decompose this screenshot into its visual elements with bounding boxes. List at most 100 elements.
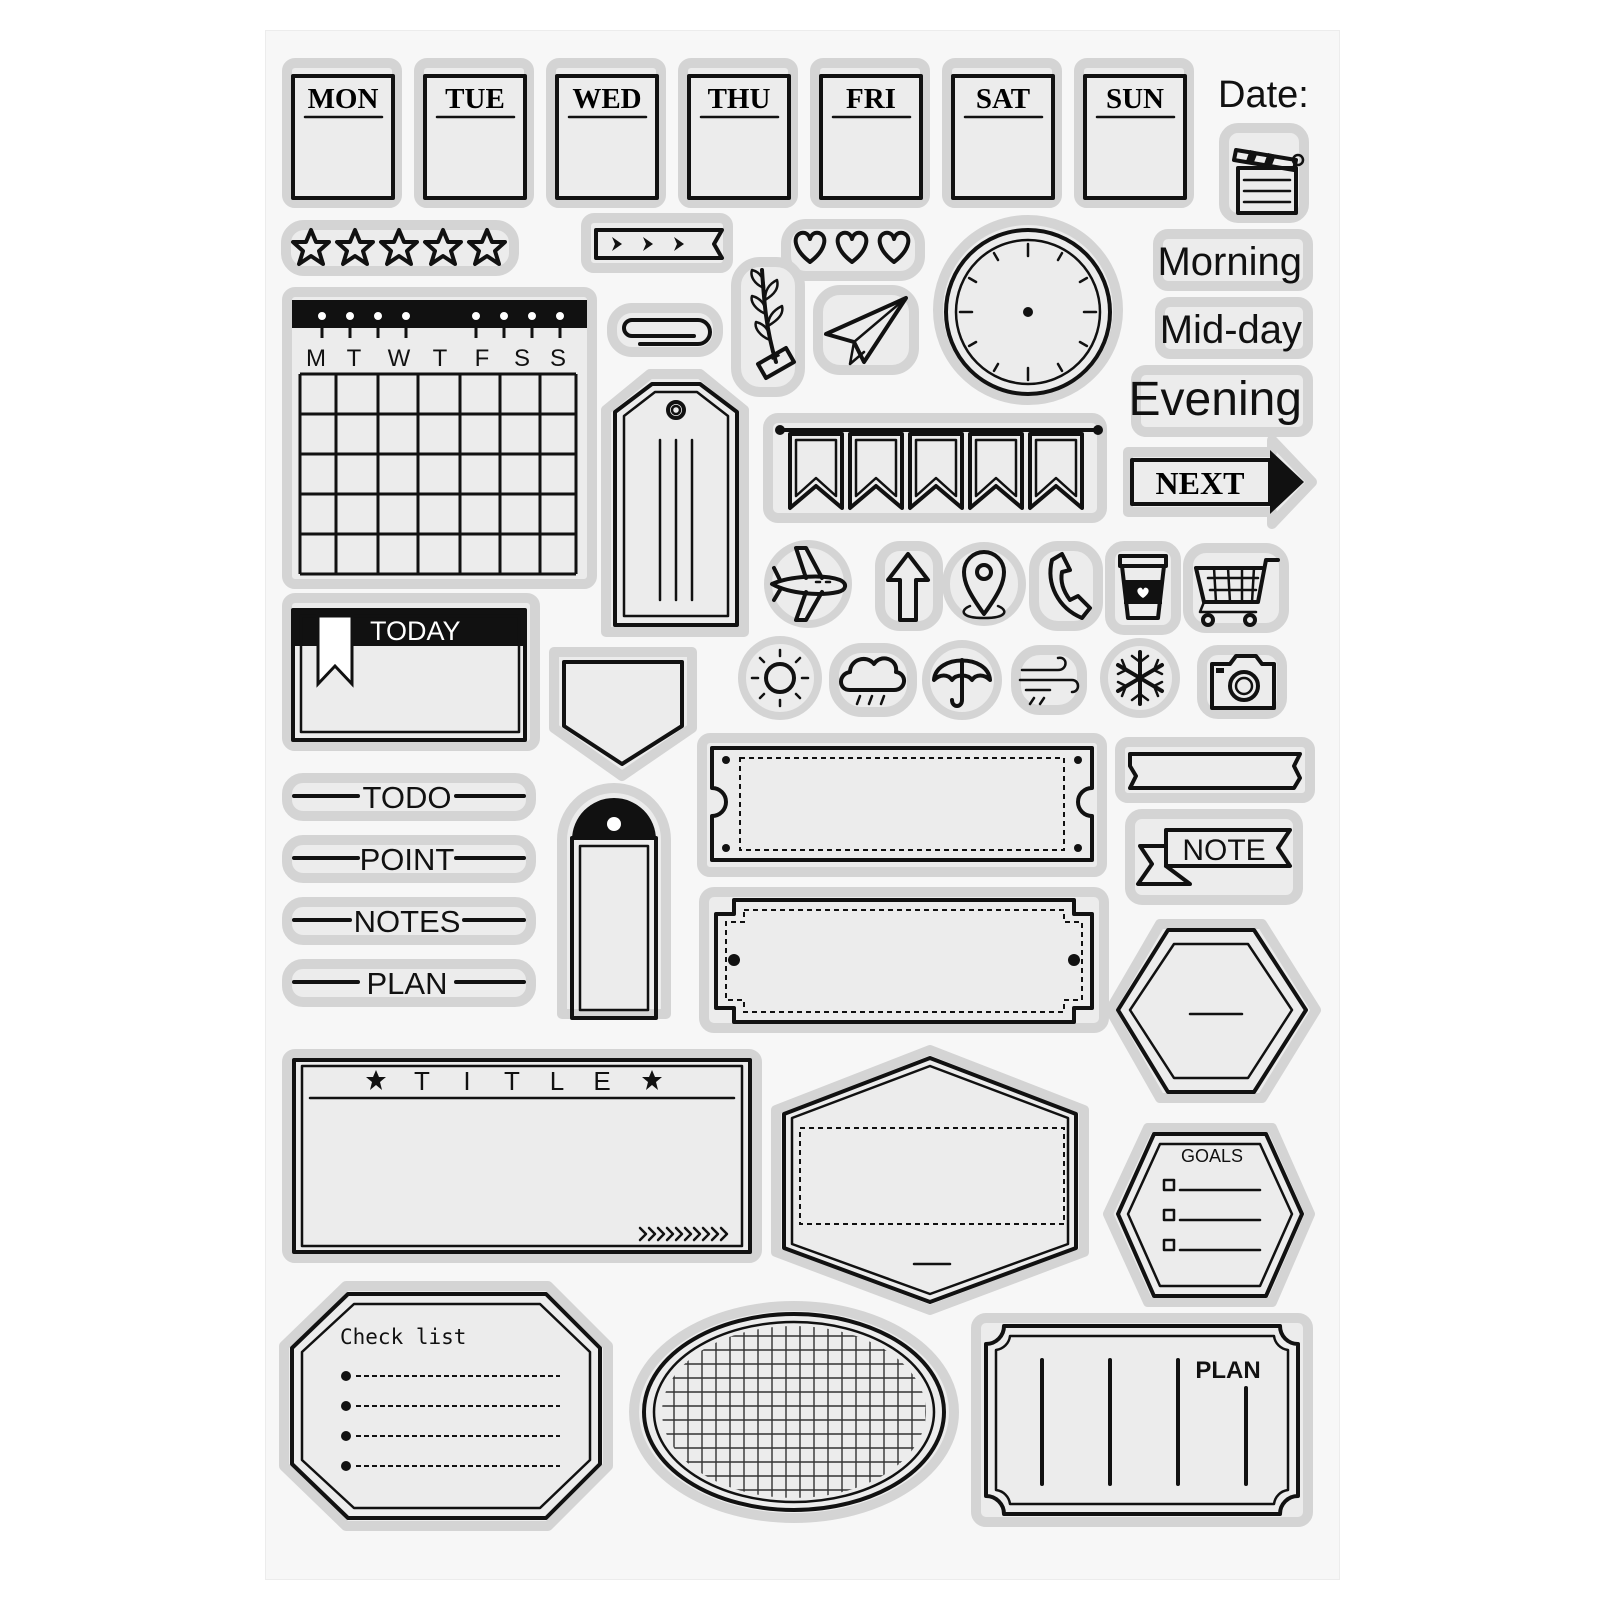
day-box-mon: MON — [282, 58, 402, 208]
day-label: TUE — [445, 83, 505, 115]
title-letter: T — [414, 1066, 430, 1096]
clock-tick — [992, 362, 1000, 373]
plan-label: PLAN — [1195, 1357, 1260, 1384]
goals-hexagon: GOALS — [1103, 1123, 1315, 1307]
day-label: WED — [572, 83, 641, 115]
checklist-bullet — [341, 1401, 351, 1411]
day-box-fri: FRI — [810, 58, 930, 208]
clock-tick — [1078, 340, 1089, 348]
banner-flag — [968, 432, 1024, 510]
chevron-mark — [674, 1226, 684, 1242]
banner-flag-inner — [794, 438, 838, 498]
time-midday: Mid-day — [1160, 308, 1302, 352]
snowflake-icon — [1100, 638, 1180, 718]
leaf-sprig-icon — [731, 257, 805, 397]
pennant-tag — [549, 647, 697, 781]
chevron-mark — [692, 1226, 702, 1242]
heading-labels: TODO POINT NOTES PLAN — [282, 773, 536, 1007]
arrow-up-icon — [875, 541, 943, 631]
banner-flag-inner — [914, 438, 958, 498]
paperclip-icon — [607, 303, 723, 357]
note-banner: NOTE — [1125, 809, 1303, 905]
plan-frame: PLAN — [971, 1313, 1313, 1527]
next-arrow-label: NEXT — [1123, 435, 1317, 529]
shopping-cart-icon — [1183, 543, 1289, 633]
banner-flag-inner — [974, 438, 1018, 498]
ticket-frame — [697, 733, 1107, 877]
clock-tick — [992, 251, 1000, 262]
banner-flag — [1028, 432, 1084, 510]
heart-row — [781, 219, 925, 281]
binder-ring-hole — [554, 310, 566, 322]
star-icon — [335, 228, 375, 266]
banner-flag — [788, 432, 844, 510]
chevron-mark — [683, 1226, 693, 1242]
banner-flag — [848, 432, 904, 510]
banner-flag-inner — [1034, 438, 1078, 498]
clock-icon — [933, 215, 1123, 405]
chevron-mark — [710, 1226, 720, 1242]
day-label: SUN — [1106, 83, 1164, 115]
time-morning: Morning — [1157, 240, 1302, 284]
hexagon-frame — [1105, 919, 1321, 1103]
paper-plane-icon — [813, 285, 919, 375]
note-label: NOTE — [1182, 834, 1265, 867]
airplane-icon — [764, 540, 852, 628]
heart-icon — [835, 230, 869, 264]
heading-notes: NOTES — [354, 904, 461, 939]
heading-todo: TODO — [363, 780, 452, 815]
binder-ring-hole — [470, 310, 482, 322]
coffee-cup-icon — [1105, 541, 1181, 635]
clock-tick — [1056, 251, 1064, 262]
binder-ring-hole — [372, 310, 384, 322]
star-icon — [423, 228, 463, 266]
wind-icon — [1011, 645, 1087, 715]
heart-tape-strip — [581, 213, 733, 273]
title-letter: L — [550, 1066, 564, 1096]
checklist-octagon: Check list — [279, 1281, 613, 1531]
heading-plan: PLAN — [367, 966, 448, 1001]
calendar-weekday: W — [388, 345, 411, 372]
title-box: T I T L E — [282, 1049, 762, 1263]
checklist-label: Check list — [340, 1325, 466, 1349]
star-row — [281, 220, 519, 276]
day-label: SAT — [976, 83, 1030, 115]
star-icon — [291, 228, 331, 266]
clock-tick — [967, 276, 978, 284]
star-icon — [467, 228, 507, 266]
binder-ring-hole — [526, 310, 538, 322]
checklist-bullet — [341, 1371, 351, 1381]
time-evening: Evening — [1129, 373, 1302, 426]
bookmark-tag — [557, 783, 671, 1020]
binder-ring-hole — [498, 310, 510, 322]
day-label: MON — [308, 83, 379, 115]
banner-flag — [908, 432, 964, 510]
icon-row-travel — [764, 540, 1289, 635]
title-letter: I — [463, 1066, 470, 1096]
day-box-tue: TUE — [414, 58, 534, 208]
title-letter: T — [504, 1066, 520, 1096]
time-of-day-labels: Morning Mid-day Evening — [1129, 229, 1313, 437]
calendar-weekday: T — [347, 345, 362, 372]
phone-icon — [1029, 541, 1103, 631]
calendar-weekday: T — [433, 345, 448, 372]
calendar-weekday: F — [475, 345, 490, 372]
clapperboard-icon — [1219, 123, 1309, 223]
sun-icon — [738, 636, 822, 720]
camera-icon — [1197, 645, 1287, 719]
today-label: TODAY — [370, 616, 461, 646]
heart-icon — [793, 230, 827, 264]
banner-flag-inner — [854, 438, 898, 498]
location-pin-icon — [942, 542, 1026, 626]
checklist-bullet — [341, 1461, 351, 1471]
next-label: NEXT — [1156, 465, 1245, 501]
heading-point: POINT — [360, 842, 455, 877]
goals-label: GOALS — [1181, 1146, 1243, 1166]
binder-ring-hole — [344, 310, 356, 322]
bracket-plate — [699, 887, 1109, 1033]
star-icon — [379, 228, 419, 266]
today-box: TODAY — [282, 593, 540, 751]
tag-icon — [601, 369, 749, 637]
